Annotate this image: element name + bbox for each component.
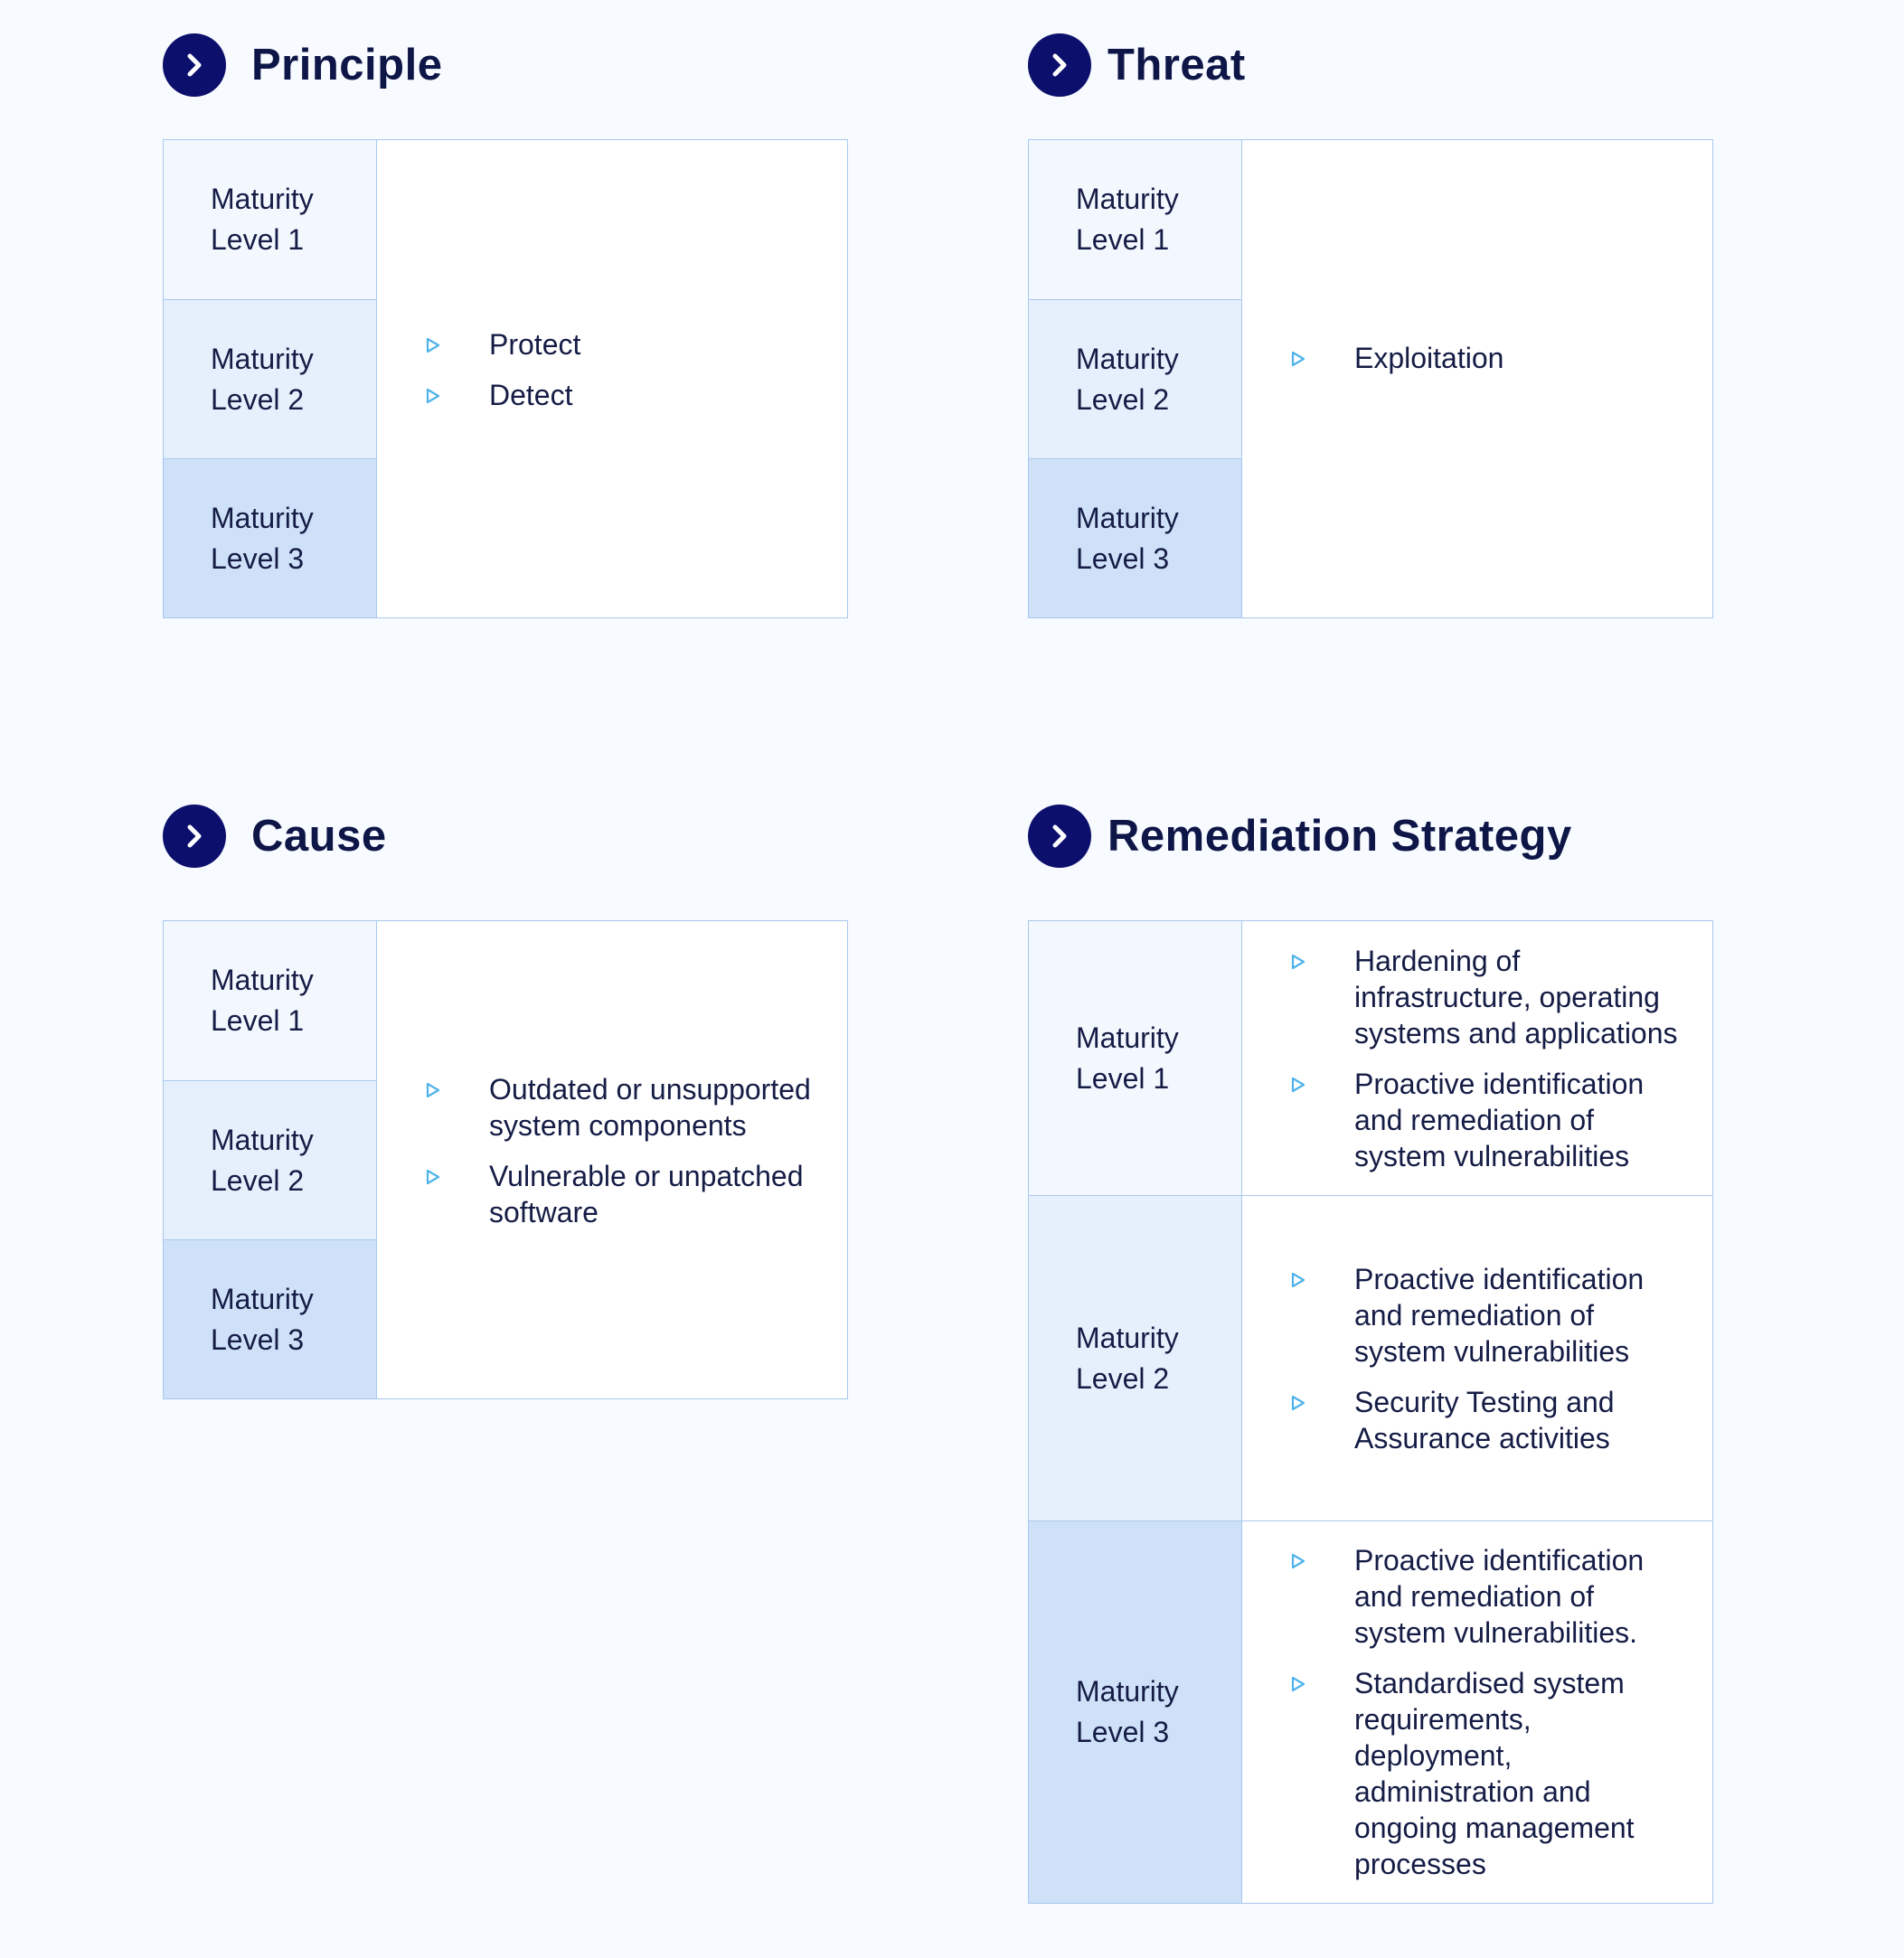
triangle-right-outline-icon	[1291, 351, 1305, 367]
triangle-right-outline-icon	[426, 1082, 440, 1098]
remediation-level-2-content: Proactive identification and remediation…	[1242, 1195, 1712, 1520]
triangle-right-outline-icon	[1291, 1676, 1305, 1692]
chevron-right-circle-icon	[1028, 805, 1091, 868]
threat-title: Threat	[1108, 41, 1246, 89]
chevron-right-circle-icon	[163, 33, 226, 97]
list-item: Proactive identification and remediation…	[1289, 1261, 1687, 1370]
principle-table: Maturity Level 1 Maturity Level 2 Maturi…	[163, 139, 848, 618]
threat-section: Threat Maturity Level 1 Maturity Level 2…	[1028, 33, 1713, 618]
triangle-right-outline-icon	[426, 337, 440, 353]
maturity-level-2-cell: Maturity Level 2	[164, 299, 377, 458]
principle-list: Protect Detect	[424, 312, 822, 428]
maturity-level-1-cell: Maturity Level 1	[164, 140, 377, 299]
maturity-level-2-cell: Maturity Level 2	[164, 1080, 377, 1239]
chevron-right-circle-icon	[1028, 33, 1091, 97]
maturity-level-3-cell: Maturity Level 3	[1029, 458, 1242, 617]
principle-title: Principle	[251, 41, 443, 89]
cause-table: Maturity Level 1 Maturity Level 2 Maturi…	[163, 920, 848, 1399]
principle-content-cell: Protect Detect	[377, 140, 847, 617]
threat-content-cell: Exploitation	[1242, 140, 1712, 617]
list-item: Hardening of infrastructure, operating s…	[1289, 943, 1687, 1051]
list-item: Outdated or unsupported system component…	[424, 1071, 822, 1144]
maturity-level-1-cell: Maturity Level 1	[164, 921, 377, 1080]
cause-content-cell: Outdated or unsupported system component…	[377, 921, 847, 1398]
principle-heading: Principle	[163, 33, 848, 97]
remediation-level-2-list: Proactive identification and remediation…	[1289, 1247, 1687, 1471]
cause-list: Outdated or unsupported system component…	[424, 1057, 822, 1245]
triangle-right-outline-icon	[426, 1169, 440, 1185]
remediation-heading: Remediation Strategy	[1028, 805, 1713, 868]
triangle-right-outline-icon	[1291, 954, 1305, 969]
remediation-level-3-list: Proactive identification and remediation…	[1289, 1528, 1687, 1897]
remediation-level-1-content: Hardening of infrastructure, operating s…	[1242, 921, 1712, 1195]
maturity-level-2-cell: Maturity Level 2	[1029, 299, 1242, 458]
maturity-level-3-cell: Maturity Level 3	[164, 458, 377, 617]
maturity-level-3-cell: Maturity Level 3	[164, 1239, 377, 1398]
maturity-level-1-cell: Maturity Level 1	[1029, 921, 1242, 1195]
list-item: Detect	[424, 377, 822, 413]
list-item: Security Testing and Assurance activitie…	[1289, 1384, 1687, 1456]
list-item: Proactive identification and remediation…	[1289, 1542, 1687, 1651]
triangle-right-outline-icon	[1291, 1395, 1305, 1410]
remediation-level-3-content: Proactive identification and remediation…	[1242, 1520, 1712, 1903]
cause-section: Cause Maturity Level 1 Maturity Level 2 …	[163, 805, 848, 1399]
list-item: Exploitation	[1289, 340, 1687, 376]
remediation-level-1-list: Hardening of infrastructure, operating s…	[1289, 928, 1687, 1189]
list-item: Proactive identification and remediation…	[1289, 1066, 1687, 1174]
list-item: Vulnerable or unpatched software	[424, 1158, 822, 1230]
remediation-title: Remediation Strategy	[1108, 812, 1572, 861]
triangle-right-outline-icon	[1291, 1077, 1305, 1092]
list-item: Protect	[424, 326, 822, 362]
maturity-level-3-cell: Maturity Level 3	[1029, 1520, 1242, 1903]
maturity-level-1-cell: Maturity Level 1	[1029, 140, 1242, 299]
threat-table: Maturity Level 1 Maturity Level 2 Maturi…	[1028, 139, 1713, 618]
threat-list: Exploitation	[1289, 325, 1687, 391]
triangle-right-outline-icon	[1291, 1553, 1305, 1569]
triangle-right-outline-icon	[426, 388, 440, 404]
cause-title: Cause	[251, 812, 387, 861]
cause-heading: Cause	[163, 805, 848, 868]
remediation-table: Maturity Level 1 Maturity Level 2 Maturi…	[1028, 920, 1713, 1904]
threat-heading: Threat	[1028, 33, 1713, 97]
remediation-section: Remediation Strategy Maturity Level 1 Ma…	[1028, 805, 1713, 1904]
maturity-level-2-cell: Maturity Level 2	[1029, 1195, 1242, 1520]
list-item: Standardised system requirements, deploy…	[1289, 1665, 1687, 1882]
triangle-right-outline-icon	[1291, 1272, 1305, 1287]
chevron-right-circle-icon	[163, 805, 226, 868]
principle-section: Principle Maturity Level 1 Maturity Leve…	[163, 33, 848, 618]
